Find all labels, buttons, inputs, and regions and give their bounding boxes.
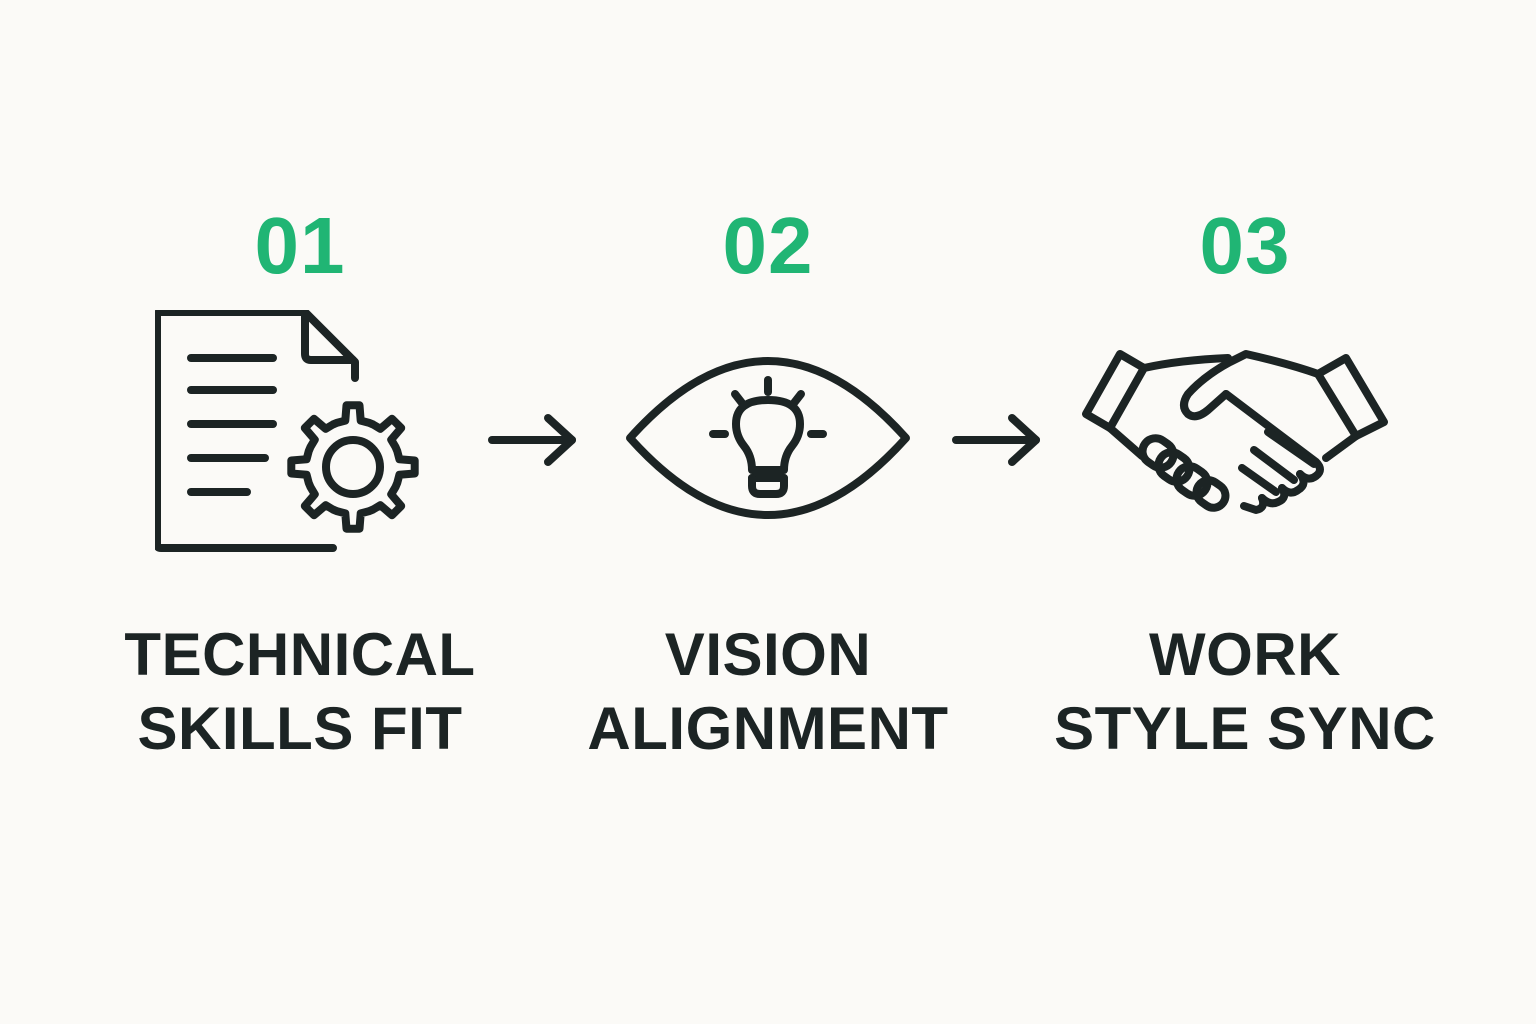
step-number: 03 <box>1199 201 1291 290</box>
step-label: WORK STYLE SYNC <box>1035 618 1455 766</box>
handshake-icon <box>1080 310 1410 535</box>
step-label: TECHNICAL SKILLS FIT <box>90 618 510 766</box>
step-technical-skills-fit: 01 TECHNICAL SKILLS FIT <box>90 200 510 780</box>
step-label-line: SKILLS FIT <box>137 695 463 762</box>
step-label: VISION ALIGNMENT <box>558 618 978 766</box>
document-gear-icon <box>153 308 445 575</box>
step-label-line: TECHNICAL <box>124 621 476 688</box>
eye-lightbulb-icon <box>618 310 918 555</box>
step-label-line: STYLE SYNC <box>1054 695 1436 762</box>
step-vision-alignment: 02 VISION ALIGNMENT <box>558 200 978 780</box>
step-label-line: ALIGNMENT <box>587 695 949 762</box>
step-number: 02 <box>722 201 814 290</box>
arrow-right-icon <box>950 412 1046 473</box>
step-number: 01 <box>254 201 346 290</box>
arrow-right-icon <box>486 412 582 473</box>
step-label-line: VISION <box>664 621 872 688</box>
step-work-style-sync: 03 <box>1035 200 1455 780</box>
step-label-line: WORK <box>1149 621 1341 688</box>
